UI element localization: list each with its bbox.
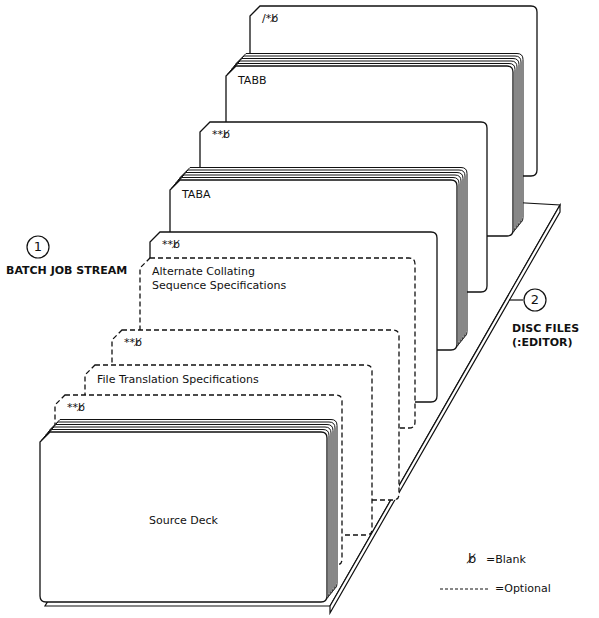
- callout-circle: [524, 289, 546, 311]
- legend-text: =Blank: [486, 553, 526, 567]
- card-text: File Translation Specifications: [97, 373, 372, 387]
- legend-dash-sample: [440, 589, 490, 590]
- card-text: TABB: [238, 74, 513, 88]
- card-text: **b̸: [124, 336, 399, 350]
- group-label: BATCH JOB STREAM: [6, 264, 127, 278]
- card-border: [40, 432, 327, 602]
- card-text: TABA: [182, 188, 457, 202]
- card-text: Alternate Collating Sequence Specificati…: [152, 265, 292, 293]
- callout-circle: [27, 236, 49, 258]
- callout-number: 2: [524, 292, 546, 308]
- legend-text: =Optional: [495, 582, 551, 596]
- group-label: DISC FILES (:EDITOR): [512, 322, 594, 350]
- card-text: /*b̸: [262, 12, 537, 26]
- blank-symbol: b̸: [468, 551, 476, 567]
- callout-number: 1: [27, 239, 49, 255]
- card-text: **b̸: [212, 128, 487, 142]
- card-text: **b̸: [162, 238, 437, 252]
- card-deck: Source Deck: [40, 432, 327, 602]
- card-text: Source Deck: [40, 514, 327, 528]
- leader-line: [509, 299, 523, 300]
- card-text: **b̸: [67, 401, 342, 415]
